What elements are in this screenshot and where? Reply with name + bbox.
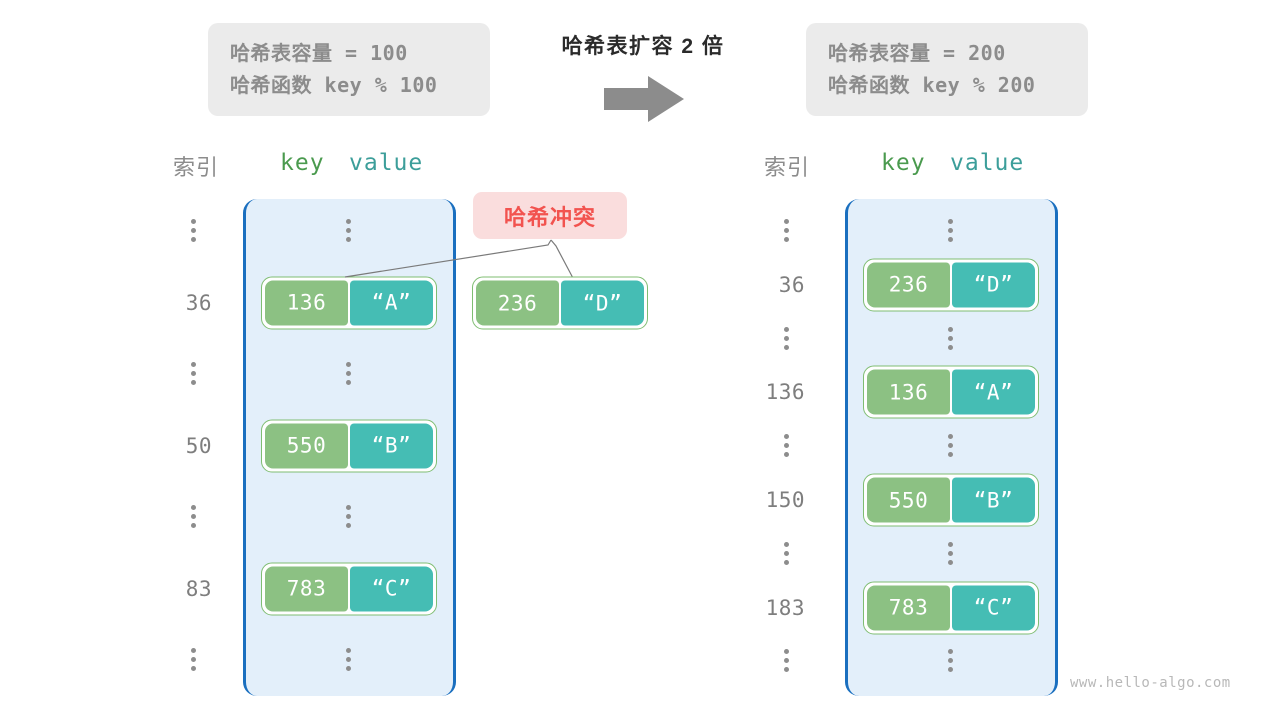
row-index-label: 150 <box>765 488 805 512</box>
overflow-key-value-pair: 236“D” <box>472 276 648 330</box>
row-index-ellipsis <box>784 219 790 243</box>
row-index-label: 36 <box>185 290 212 315</box>
pair-key: 550 <box>265 423 348 468</box>
row-index-label: 136 <box>765 380 805 405</box>
key-value-pair: 783“C” <box>261 562 437 615</box>
index-column-header-right: 索引 <box>764 155 811 180</box>
page-title: 哈希表扩容 2 倍 <box>561 35 725 58</box>
row-index-label: 36 <box>778 272 805 297</box>
row-ellipsis <box>948 326 954 351</box>
pair-value: “C” <box>952 585 1035 631</box>
key-value-pair: 550“B” <box>261 419 437 472</box>
hash-config-before: 哈希表容量 = 100 哈希函数 key % 100 <box>208 23 490 116</box>
pair-value: “D” <box>561 280 644 326</box>
pair-value: “A” <box>350 280 433 325</box>
key-column-header-left: key <box>280 150 325 176</box>
pair-key: 136 <box>867 369 950 415</box>
row-ellipsis <box>346 648 352 672</box>
row-index-label: 50 <box>185 433 212 458</box>
value-column-header-right: value <box>950 150 1025 176</box>
pair-key: 550 <box>867 477 950 523</box>
row-index-label: 183 <box>765 595 805 620</box>
value-column-header-left: value <box>349 150 424 176</box>
pair-key: 783 <box>867 585 950 631</box>
key-value-pair: 236“D” <box>863 258 1039 312</box>
row-ellipsis <box>346 219 352 243</box>
pair-value: “D” <box>952 262 1035 308</box>
row-ellipsis <box>948 649 954 673</box>
row-index-label: 83 <box>185 576 212 601</box>
hash-collision-badge: 哈希冲突 <box>473 192 627 239</box>
pair-key: 136 <box>265 280 348 325</box>
row-ellipsis <box>346 505 352 529</box>
row-index-ellipsis <box>191 219 197 243</box>
hash-function-before-label: 哈希函数 key % 100 <box>230 73 438 97</box>
capacity-before-label: 哈希表容量 = 100 <box>230 41 408 65</box>
key-value-pair: 783“C” <box>863 581 1039 635</box>
key-column-header-right: key <box>881 150 926 176</box>
row-ellipsis <box>948 434 954 458</box>
row-index-ellipsis <box>191 505 197 529</box>
pair-key: 236 <box>867 262 950 308</box>
hash-function-after-label: 哈希函数 key % 200 <box>828 73 1036 97</box>
pair-key: 783 <box>265 566 348 611</box>
row-ellipsis <box>948 541 954 566</box>
key-value-pair: 136“A” <box>863 365 1039 419</box>
row-index-ellipsis <box>784 434 790 458</box>
capacity-after-label: 哈希表容量 = 200 <box>828 41 1006 65</box>
row-ellipsis <box>948 219 954 243</box>
row-index-ellipsis <box>191 648 197 672</box>
key-value-pair: 550“B” <box>863 473 1039 527</box>
row-index-ellipsis <box>784 649 790 673</box>
hash-config-after: 哈希表容量 = 200 哈希函数 key % 200 <box>806 23 1088 116</box>
pair-key: 236 <box>476 280 559 326</box>
index-column-header-left: 索引 <box>173 155 220 180</box>
key-value-pair: 136“A” <box>261 276 437 329</box>
row-index-ellipsis <box>784 541 790 566</box>
row-index-ellipsis <box>784 326 790 351</box>
row-index-ellipsis <box>191 362 197 386</box>
right-arrow-icon <box>604 76 684 122</box>
pair-value: “A” <box>952 369 1035 415</box>
watermark: www.hello-algo.com <box>1070 675 1231 691</box>
pair-value: “B” <box>350 423 433 468</box>
pair-value: “C” <box>350 566 433 611</box>
pair-value: “B” <box>952 477 1035 523</box>
row-ellipsis <box>346 362 352 386</box>
